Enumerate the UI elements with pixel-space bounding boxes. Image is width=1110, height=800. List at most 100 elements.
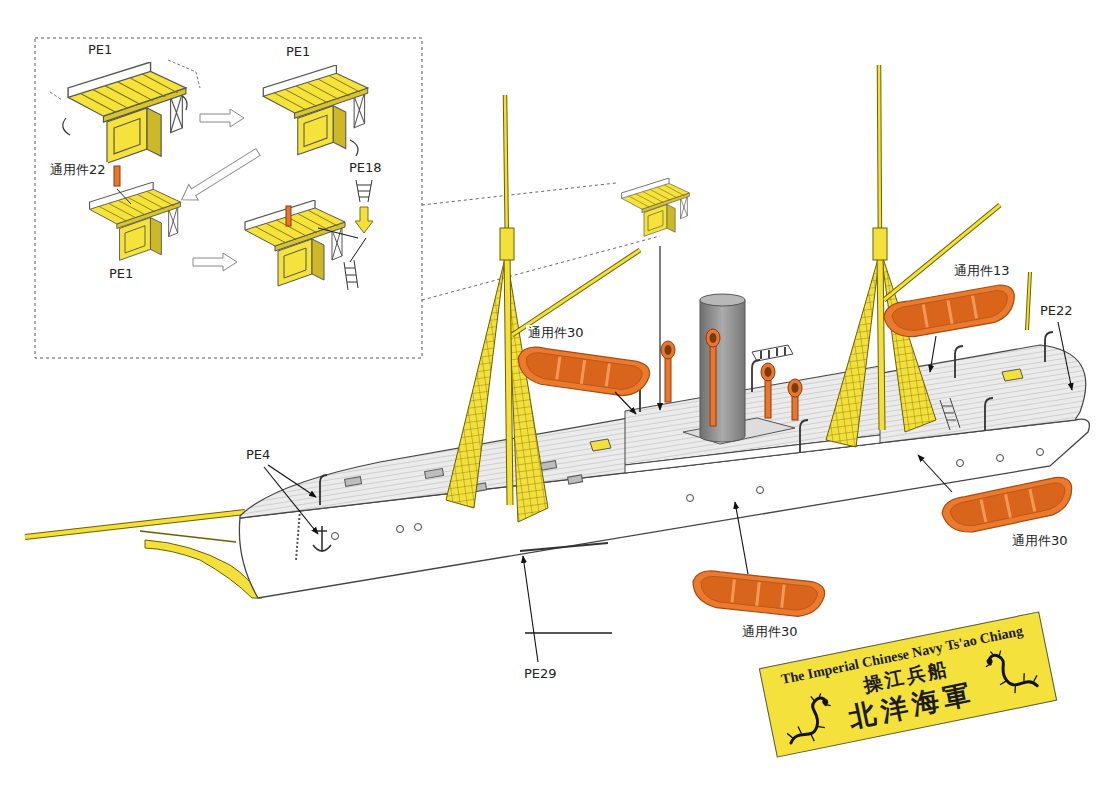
boat: [940, 474, 1077, 537]
mast-outline: [505, 95, 507, 250]
part-label: PE22: [1038, 303, 1075, 319]
davit: [955, 346, 963, 378]
post-part: [286, 206, 291, 226]
funnel-top: [700, 294, 745, 306]
step-arrow: [200, 109, 244, 127]
dragon: [781, 691, 837, 745]
masts: [500, 65, 1000, 505]
part-label: PE18: [347, 160, 384, 176]
dragon-emblem: [979, 639, 1046, 702]
davit: [1045, 332, 1053, 362]
shroud: [446, 258, 505, 508]
gaff-outline: [884, 205, 1000, 300]
part-label: PE1: [107, 266, 135, 282]
step-arrow: [193, 253, 237, 271]
mast: [507, 250, 510, 505]
funnel: [700, 300, 745, 442]
platform-step-4: [245, 200, 345, 286]
porthole: [957, 460, 964, 467]
ventilator-mouth: [665, 345, 672, 355]
leader-arrow: [930, 336, 936, 372]
platform-step-3: [90, 182, 181, 260]
leader-arrow: [735, 502, 748, 574]
ladder: [940, 398, 960, 430]
porthole: [415, 524, 422, 531]
post-part: [114, 166, 120, 186]
ventilators: [661, 329, 802, 426]
rod-part: [525, 632, 612, 634]
davit: [800, 420, 808, 452]
yellow-arrow: [355, 207, 373, 233]
dragon-head: [822, 698, 829, 705]
gaff: [884, 205, 1000, 300]
davit: [752, 360, 760, 392]
davit-hook: [320, 475, 327, 505]
inset-frame: [35, 38, 422, 358]
dragon-claws: [983, 643, 1039, 697]
dragon-emblem: [774, 688, 841, 751]
porthole: [397, 526, 404, 533]
ventilator-cowl: [761, 363, 775, 381]
leader-arrow: [523, 556, 538, 662]
mast: [880, 250, 882, 430]
nameplate: The Imperial Chinese Navy Ts'ao Chiang操江…: [759, 611, 1057, 757]
part-label: 通用件30: [526, 325, 586, 341]
anchor-chain: [296, 510, 300, 560]
rod-part: [1027, 272, 1030, 330]
gaff-outline: [512, 250, 640, 335]
porthole: [997, 455, 1004, 462]
hatch: [1002, 369, 1023, 381]
part-label: 通用件30: [740, 624, 800, 640]
topmast: [505, 95, 507, 250]
mast-outline: [879, 65, 880, 250]
ventilator-mouth: [710, 333, 717, 343]
callout-line: [422, 183, 660, 300]
porthole: [757, 487, 764, 494]
leader-arrow: [918, 455, 952, 492]
boat: [882, 283, 1019, 342]
platform-step-1: [68, 62, 186, 163]
deck-fitting: [540, 461, 557, 471]
mast-top: [500, 228, 514, 260]
post-leader: [117, 189, 131, 204]
mast-outline: [880, 250, 882, 430]
fold-arrow: [350, 140, 358, 156]
deck-fitting: [345, 477, 362, 487]
porthole: [1037, 449, 1044, 456]
dragon-claws: [781, 691, 837, 745]
leader-arrow: [1058, 322, 1072, 390]
portholes: [332, 449, 1044, 540]
deck-fitting: [425, 468, 444, 478]
porthole: [687, 495, 694, 502]
dragon-body: [988, 648, 1037, 694]
ventilator-cowl: [788, 379, 802, 397]
ventilator-stem: [710, 340, 716, 426]
part-label: PE4: [244, 447, 272, 463]
leader-arrow: [264, 467, 318, 534]
rod-part: [520, 543, 608, 551]
topmast: [879, 65, 880, 250]
part-label: PE1: [86, 42, 114, 58]
boat: [515, 345, 651, 399]
ventilator-mouth: [792, 383, 799, 393]
hatch: [590, 439, 611, 451]
bowsprit: [25, 512, 245, 537]
part-label: PE29: [522, 666, 559, 682]
leader-arrow: [615, 392, 636, 414]
ladder-part: [356, 180, 372, 202]
platform-part: [622, 178, 690, 236]
davit: [985, 398, 993, 430]
grating-bars: [761, 347, 785, 359]
mast-outline: [507, 250, 510, 505]
ventilator-cowl: [661, 341, 675, 359]
porthole: [332, 533, 339, 540]
deck-fitting: [568, 475, 583, 484]
shroud: [826, 252, 880, 447]
mast-top: [873, 228, 887, 260]
ladder-leader: [318, 228, 366, 262]
ventilator-mouth: [765, 367, 772, 377]
rod-outline: [1027, 272, 1030, 330]
boat: [690, 569, 825, 619]
anchor: [313, 526, 331, 552]
